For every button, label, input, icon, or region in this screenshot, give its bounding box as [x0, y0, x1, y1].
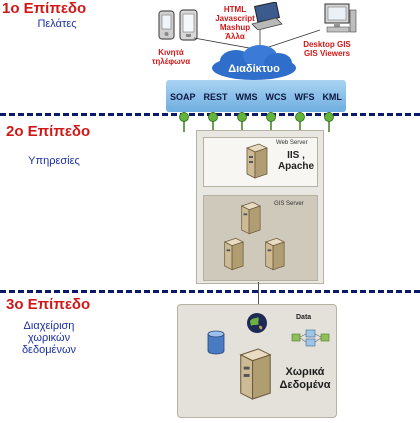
web-server-caption: Web Server	[276, 140, 308, 146]
mobile-phones-label: Κινητά τηλέφωνα	[143, 48, 199, 66]
data-server-icon	[239, 348, 272, 400]
internet-label: Διαδίκτυο	[228, 63, 280, 75]
tier3-subtitle-line-2: χωρικών	[27, 332, 71, 344]
gis-server-icon-1	[240, 201, 262, 235]
mobile-phones-icon	[158, 9, 198, 41]
service-wcs: WCS	[265, 92, 287, 102]
tier2-title: 2ο Επίπεδο	[6, 123, 91, 140]
tier3-subtitle: Διαχείριση χωρικών δεδομένων	[10, 320, 88, 356]
service-wfs: WFS	[294, 92, 315, 102]
web-label-line-4: Άλλα	[225, 32, 245, 41]
globe-icon	[247, 313, 267, 333]
tier3-title: 3ο Επίπεδο	[6, 296, 91, 313]
desktop-computer-icon	[324, 3, 357, 33]
tier1-subtitle: Πελάτες	[37, 18, 77, 30]
data-caption: Data	[296, 314, 312, 321]
mobile-label-line-2: τηλέφωνα	[151, 57, 191, 66]
tier-connector-line	[258, 282, 259, 306]
laptop-icon	[251, 2, 283, 30]
spatial-data-line-2: Δεδομένα	[279, 379, 331, 391]
gis-server-icon-3	[264, 237, 286, 271]
service-kml: KML	[322, 92, 342, 102]
tier1-title: 1ο Επίπεδο	[2, 0, 87, 17]
web-server-icon	[245, 143, 269, 179]
web-clients-label: HTML Javascript Mashup Άλλα	[200, 5, 270, 41]
desktop-label-line-1: Desktop GIS	[303, 40, 351, 49]
mobile-label-line-1: Κινητά	[158, 48, 184, 57]
desktop-gis-label: Desktop GIS GIS Viewers	[292, 40, 362, 58]
service-connector-pins	[179, 112, 334, 132]
tier-separator-2	[0, 290, 420, 293]
internet-cloud-icon	[212, 45, 296, 80]
tier2-subtitle: Υπηρεσίες	[28, 155, 80, 167]
gis-server-caption: GIS Server	[274, 201, 304, 207]
web-server-name: IIS , Apache	[274, 150, 318, 172]
data-flow-diagram-icon	[291, 329, 330, 347]
database-icon	[207, 330, 225, 355]
spatial-data-label: Χωρικά Δεδομένα	[276, 366, 334, 392]
service-rest: REST	[203, 92, 228, 102]
tier3-subtitle-line-1: Διαχείριση	[23, 320, 75, 332]
service-soap: SOAP	[169, 92, 196, 102]
service-wms: WMS	[235, 92, 258, 102]
web-label-line-3: Mashup	[219, 23, 251, 32]
services-bar	[166, 80, 346, 112]
web-server-name-line-1: IIS ,	[287, 150, 305, 161]
web-label-line-1: HTML	[223, 5, 247, 14]
services-list: SOAP REST WMS WCS WFS KML	[166, 92, 346, 102]
web-server-name-line-2: Apache	[277, 161, 315, 172]
desktop-label-line-2: GIS Viewers	[303, 49, 351, 58]
spatial-data-line-1: Χωρικά	[285, 366, 325, 378]
gis-server-icon-2	[223, 237, 245, 271]
web-label-line-2: Javascript	[215, 14, 255, 23]
tier3-subtitle-line-3: δεδομένων	[21, 344, 77, 356]
